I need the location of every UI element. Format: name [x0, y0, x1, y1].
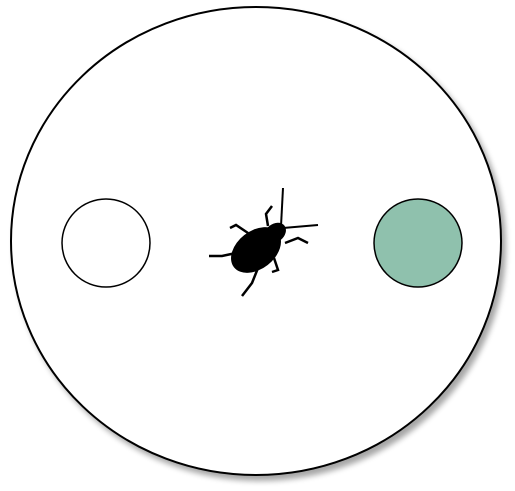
left-spot-circle	[62, 199, 150, 287]
right-spot-circle	[374, 199, 462, 287]
